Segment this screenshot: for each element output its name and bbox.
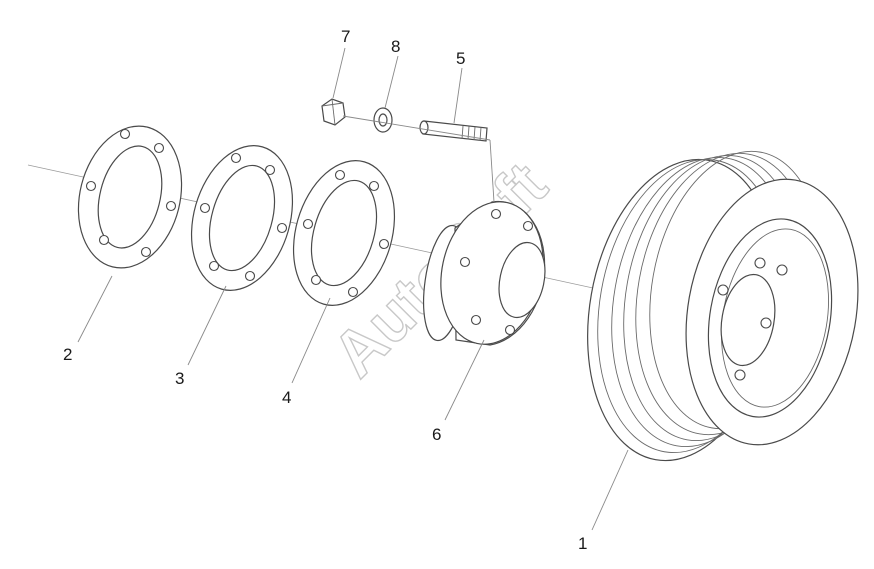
callout-7: 7 xyxy=(341,27,350,46)
leader-lines xyxy=(77,47,629,531)
callout-3: 3 xyxy=(175,369,184,388)
part-5-stud xyxy=(419,120,488,142)
part-8-washer xyxy=(373,107,393,133)
part-3-gasket xyxy=(190,145,294,291)
callout-5: 5 xyxy=(456,49,465,68)
callout-6: 6 xyxy=(432,425,441,444)
callout-1: 1 xyxy=(578,534,587,553)
callout-8: 8 xyxy=(391,37,400,56)
callout-4: 4 xyxy=(282,388,291,407)
part-7-nut xyxy=(321,98,346,126)
part-6-flange xyxy=(423,200,546,346)
callout-2: 2 xyxy=(63,345,72,364)
part-1-pulley xyxy=(587,150,859,462)
part-2-gasket xyxy=(77,125,183,269)
part-4-gasket xyxy=(292,160,396,306)
